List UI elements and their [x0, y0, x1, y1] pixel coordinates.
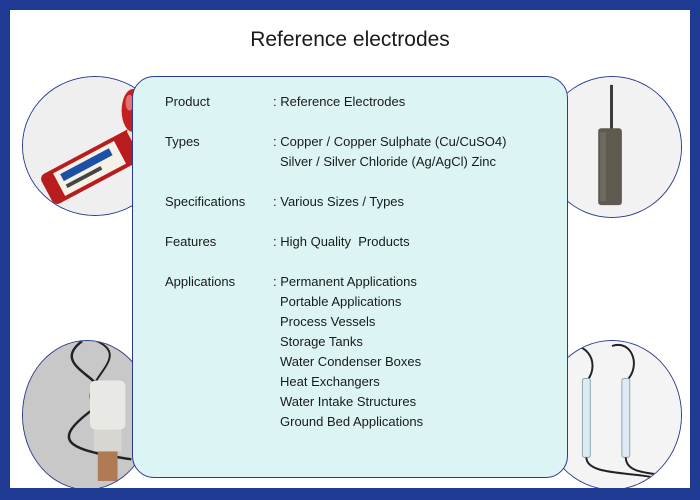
row-value: Process Vessels [280, 314, 376, 329]
row-value: Portable Applications [280, 294, 402, 309]
row-value: Permanent Applications [280, 274, 417, 289]
electrode-photo-bottom-left [22, 340, 152, 488]
row-value: Heat Exchangers [280, 374, 380, 389]
row-value: High Quality Products [280, 234, 410, 249]
row-value: Water Intake Structures [280, 394, 417, 409]
row-value: Reference Electrodes [280, 94, 406, 109]
row-value: Ground Bed Applications [280, 414, 424, 429]
info-panel [132, 76, 568, 478]
row-label: Types [165, 134, 200, 149]
row-value: Silver / Silver Chloride (Ag/AgCl) Zinc [280, 154, 497, 169]
row-label: Product [165, 94, 210, 109]
row-value: Various Sizes / Types [280, 194, 405, 209]
row-values: : High Quality Products [273, 234, 410, 249]
page-frame: Reference electrodes [10, 10, 690, 488]
row-values: : Various Sizes / Types [273, 194, 405, 209]
row-values: : Reference Electrodes [273, 94, 406, 109]
row-values: : Permanent Applications Portable Applic… [273, 272, 423, 432]
row-label: Features [165, 234, 217, 249]
page-title: Reference electrodes [250, 28, 450, 51]
row-label: Specifications [165, 194, 246, 209]
row-values: : Copper / Copper Sulphate (Cu/CuSO4) Si… [273, 132, 506, 172]
row-label: Applications [165, 274, 236, 289]
row-value: Water Condenser Boxes [280, 354, 422, 369]
row-value: Storage Tanks [280, 334, 363, 349]
row-value: Copper / Copper Sulphate (Cu/CuSO4) [280, 134, 507, 149]
